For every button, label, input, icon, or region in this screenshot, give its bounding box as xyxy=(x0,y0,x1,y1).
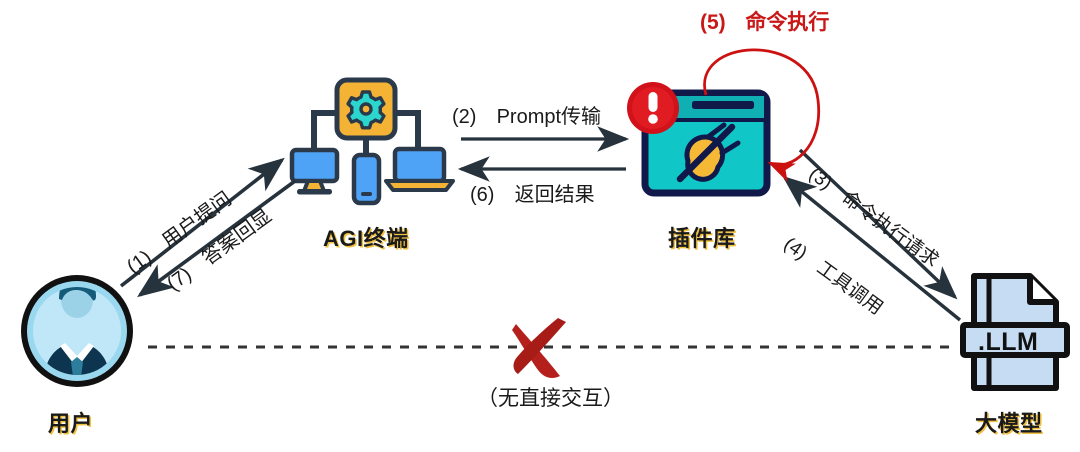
edge-5-text: 命令执行 xyxy=(745,11,830,34)
edge-label-2: (2) Prompt传输 xyxy=(452,100,601,129)
llm-file-icon xyxy=(960,273,1070,391)
red-cross-icon xyxy=(512,318,566,378)
edge-3-arrow xyxy=(798,148,958,300)
edge-label-6: (6) 返回结果 xyxy=(470,178,595,207)
alert-badge-icon xyxy=(627,82,679,134)
node-label-plugin-library: 插件库 xyxy=(668,226,736,251)
edge-5-self-loop-arrow xyxy=(703,48,821,182)
edge-4-arrow xyxy=(782,175,962,322)
node-label-llm: 大模型 xyxy=(975,411,1043,436)
edge-7-arrow xyxy=(137,179,297,298)
edge-2-number: (2) xyxy=(452,106,477,128)
node-label-agi-terminal: AGI终端 xyxy=(323,226,409,251)
no-interaction-label: （无直接交互） xyxy=(477,387,624,410)
agi-terminal-icon xyxy=(289,77,455,206)
node-label-user: 用户 xyxy=(48,411,94,436)
edge-6-number: (6) xyxy=(470,184,495,206)
llm-file-extension-text: .LLM xyxy=(978,328,1039,356)
edge-5-number: (5) xyxy=(700,11,726,34)
edge-2-text: Prompt传输 xyxy=(496,106,602,128)
user-avatar-icon xyxy=(21,275,133,387)
plugin-library-icon xyxy=(627,82,771,197)
edge-6-text: 返回结果 xyxy=(514,184,595,206)
edge-label-5: (5) 命令执行 xyxy=(700,6,829,36)
